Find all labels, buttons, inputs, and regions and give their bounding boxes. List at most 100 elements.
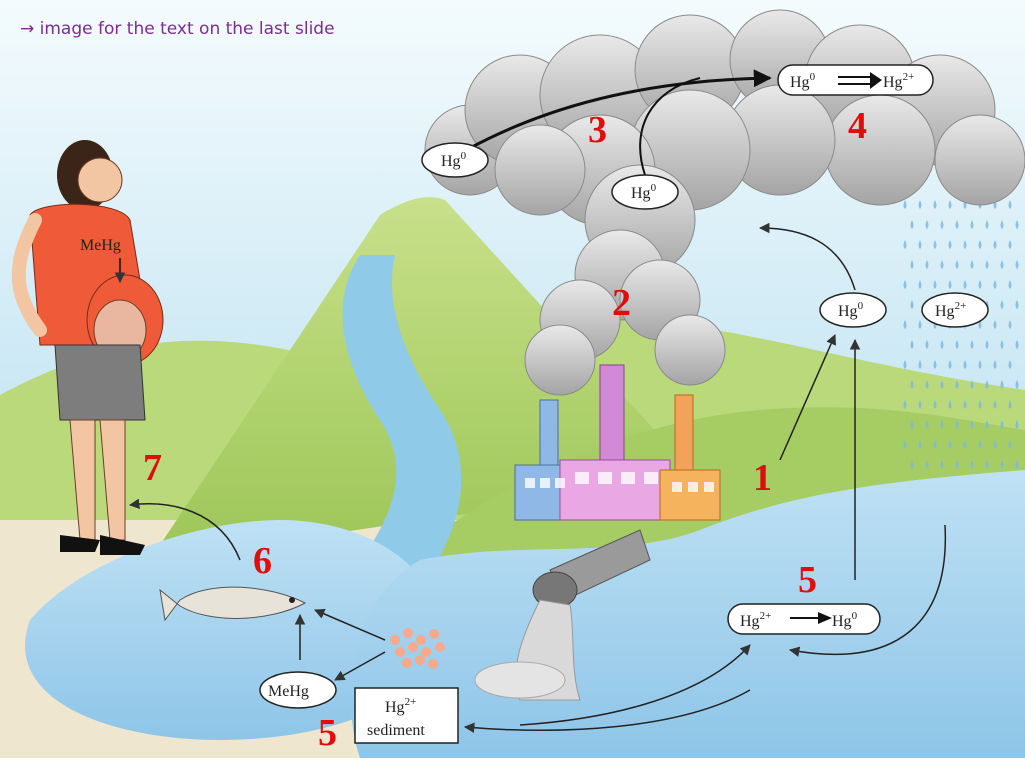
rain-drop	[993, 440, 997, 449]
rain-drop	[948, 400, 952, 409]
rain-drop	[955, 340, 959, 349]
rain-drop	[985, 420, 989, 429]
rain-drop	[933, 400, 937, 409]
rain-drop	[963, 280, 967, 289]
rain-drop	[918, 200, 922, 209]
hg0-label-cloud-middle: Hg0	[611, 174, 679, 210]
rain-drop	[940, 380, 944, 389]
outflow-pipe	[474, 529, 651, 701]
mehg-label-woman: MeHg	[80, 237, 121, 254]
rain-drop	[955, 220, 959, 229]
rain-drop	[1008, 320, 1012, 329]
rain-drop	[955, 460, 959, 469]
river	[330, 255, 462, 600]
rain-drop	[963, 440, 967, 449]
rain-drop	[1008, 280, 1012, 289]
hg0-to-hg2-oxidation-label: Hg0 Hg2+	[777, 64, 934, 96]
step-1: 1	[753, 457, 772, 499]
svg-text:sediment: sediment	[367, 722, 425, 739]
rain-drop	[985, 460, 989, 469]
rain-drop	[970, 260, 974, 269]
factory	[514, 364, 721, 521]
rain-drop	[940, 460, 944, 469]
hg0-label-cloud-left: Hg0	[421, 142, 489, 178]
rain-drop	[993, 240, 997, 249]
rain-drop	[1000, 220, 1004, 229]
rain-drop	[910, 260, 914, 269]
svg-text:Hg0: Hg0	[838, 300, 864, 320]
rain-drop	[978, 240, 982, 249]
rain-drop	[970, 220, 974, 229]
rain-drop	[963, 400, 967, 409]
step-4: 4	[848, 105, 867, 147]
rain-drop	[993, 400, 997, 409]
rain-drop	[993, 360, 997, 369]
rain-drop	[955, 420, 959, 429]
rain-drop	[910, 300, 914, 309]
rain-drop	[940, 340, 944, 349]
rain-drop	[940, 220, 944, 229]
rain-drop	[903, 320, 907, 329]
rain-drop	[933, 360, 937, 369]
svg-text:Hg0: Hg0	[441, 150, 467, 170]
slide-note: → image for the text on the last slide	[20, 19, 335, 39]
rain-drop	[910, 420, 914, 429]
hg2-sediment-label: Hg2+ sediment	[354, 687, 459, 744]
rain-drop	[903, 360, 907, 369]
rain-drop	[933, 200, 937, 209]
hg2-label-rain: Hg2+	[921, 292, 989, 328]
rain-drop	[948, 240, 952, 249]
rain-drop	[903, 400, 907, 409]
rain-drop	[1015, 380, 1019, 389]
step-2: 2	[612, 282, 631, 324]
rain-drop	[1000, 340, 1004, 349]
rain-drop	[918, 320, 922, 329]
rain-drop	[1015, 420, 1019, 429]
rain-drop	[940, 420, 944, 429]
rain-drop	[910, 340, 914, 349]
rain-drop	[910, 380, 914, 389]
rain-drop	[903, 440, 907, 449]
rain-drop	[903, 200, 907, 209]
arrows	[128, 69, 947, 734]
step-7: 7	[143, 447, 162, 489]
rain-drop	[948, 440, 952, 449]
rain-drop	[970, 340, 974, 349]
rain-drop	[933, 280, 937, 289]
rain-drop	[1000, 460, 1004, 469]
svg-text:Hg0: Hg0	[631, 182, 657, 202]
rain-drop	[925, 420, 929, 429]
rain-drop	[1015, 300, 1019, 309]
rain-drop	[963, 240, 967, 249]
rain-drop	[978, 360, 982, 369]
rain-drop	[1000, 420, 1004, 429]
fish	[159, 586, 307, 622]
rain-drop	[1008, 200, 1012, 209]
rain-drop	[925, 260, 929, 269]
svg-text:Hg0: Hg0	[832, 610, 858, 630]
rain-drop	[970, 420, 974, 429]
rain-drop	[1015, 220, 1019, 229]
rain-drop	[1008, 440, 1012, 449]
hg2-to-hg0-reduction-label: Hg2+ Hg0	[727, 603, 881, 635]
rain-drop	[955, 260, 959, 269]
rain-drop	[940, 260, 944, 269]
rain-drop	[970, 380, 974, 389]
rain-drop	[918, 360, 922, 369]
rain-drop	[993, 280, 997, 289]
rain-drop	[933, 440, 937, 449]
svg-text:MeHg: MeHg	[268, 683, 309, 700]
rain-drop	[1000, 300, 1004, 309]
rain-drop	[933, 240, 937, 249]
rain-drop	[1008, 240, 1012, 249]
rain-drop	[918, 400, 922, 409]
step-5-sediment: 5	[318, 712, 337, 754]
rain-drop	[925, 220, 929, 229]
rain-drop	[1008, 400, 1012, 409]
rain-drop	[948, 360, 952, 369]
smoke-cloud	[424, 9, 1025, 396]
rain-drop	[1015, 260, 1019, 269]
rain-drop	[948, 200, 952, 209]
rain-drop	[978, 440, 982, 449]
